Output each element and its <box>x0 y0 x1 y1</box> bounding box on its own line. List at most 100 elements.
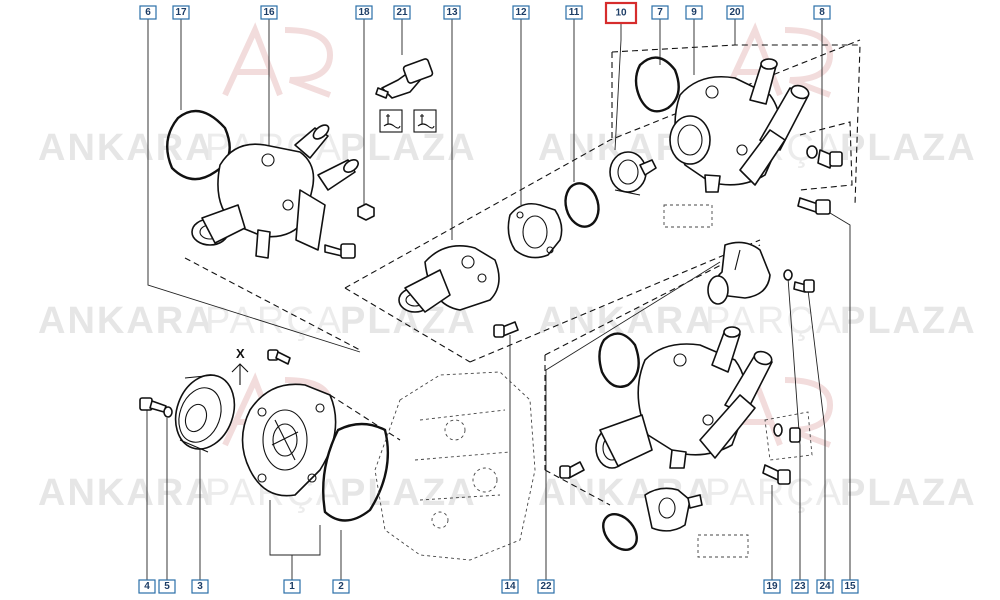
callout-18[interactable]: 18 <box>355 5 373 20</box>
thermostat-housing-upper-right <box>669 58 810 193</box>
dashed-placeholder-box <box>663 204 713 228</box>
callout-number: 15 <box>844 581 856 592</box>
leader-line <box>614 22 622 151</box>
leader-line <box>807 289 826 580</box>
callout-row-bottom: 4 5 3 1 2 14 22 19 23 24 15 <box>138 579 859 594</box>
bolt <box>797 197 831 215</box>
callout-16[interactable]: 16 <box>260 5 278 20</box>
thermostat <box>609 151 657 196</box>
callout-9[interactable]: 9 <box>685 5 703 20</box>
housing-gasket-ring <box>634 56 680 113</box>
watermark-text: PLAZA <box>340 472 477 514</box>
bolt <box>559 461 585 479</box>
dashed-outline <box>344 39 861 289</box>
callout-6[interactable]: 6 <box>139 5 157 20</box>
thermostat-cover <box>398 245 500 313</box>
bolt <box>762 464 791 485</box>
callout-8[interactable]: 8 <box>813 5 831 20</box>
callout-number: 23 <box>794 581 806 592</box>
callout-7[interactable]: 7 <box>651 5 669 20</box>
engine-block-outline <box>374 371 536 561</box>
leader-line <box>269 500 321 580</box>
callout-number: 5 <box>164 581 170 592</box>
callout-24[interactable]: 24 <box>816 579 834 594</box>
water-pump-body <box>241 383 337 497</box>
leader-line <box>824 209 851 580</box>
callout-number: 9 <box>691 7 697 18</box>
callout-number: 11 <box>569 7 580 18</box>
thermostat-housing-lower-right <box>595 326 773 469</box>
callout-number: 4 <box>144 581 150 592</box>
callout-11[interactable]: 11 <box>565 5 583 20</box>
watermark-text: PLAZA <box>840 300 977 342</box>
watermark-text: ANKARA <box>38 300 215 342</box>
nut <box>357 203 375 221</box>
callout-number: 22 <box>540 581 552 592</box>
watermark-text: ANKARA <box>38 472 215 514</box>
callout-4[interactable]: 4 <box>138 579 156 594</box>
dashed-placeholder-box <box>697 534 749 558</box>
watermark: ANKARA PARÇA PLAZA ANKARA PARÇA PLAZA AN… <box>38 22 977 514</box>
housing-gasket-ring <box>598 332 640 389</box>
bolt <box>324 243 356 259</box>
callout-10-selected[interactable]: 10 <box>604 1 638 25</box>
thermostat <box>644 487 703 532</box>
watermark-text: PLAZA <box>840 472 977 514</box>
callout-number: 18 <box>358 7 370 18</box>
dashed-outline <box>344 287 471 363</box>
leader-line <box>787 277 801 580</box>
washer <box>783 269 793 281</box>
callout-2[interactable]: 2 <box>332 579 350 594</box>
callout-number: 19 <box>766 581 778 592</box>
washer-and-bolt <box>806 145 843 169</box>
housing-gasket-ring <box>166 109 231 181</box>
screw <box>493 321 519 338</box>
callout-3[interactable]: 3 <box>191 579 209 594</box>
leader-lines <box>146 18 851 580</box>
bolt <box>793 279 815 293</box>
callout-22[interactable]: 22 <box>537 579 555 594</box>
callout-1[interactable]: 1 <box>283 579 301 594</box>
reference-marker-x: X <box>231 346 249 385</box>
callout-number: 13 <box>446 7 458 18</box>
watermark-text: PLAZA <box>340 127 477 169</box>
callout-13[interactable]: 13 <box>443 5 461 20</box>
leader-line <box>545 261 721 580</box>
dashed-outline <box>799 121 853 191</box>
callout-14[interactable]: 14 <box>501 579 519 594</box>
dashed-outline <box>611 44 861 206</box>
callout-number: 20 <box>729 7 741 18</box>
callout-21[interactable]: 21 <box>393 5 411 20</box>
callout-5[interactable]: 5 <box>158 579 176 594</box>
callout-number: 6 <box>145 7 151 18</box>
callout-number: 7 <box>657 7 663 18</box>
callout-12[interactable]: 12 <box>512 5 530 20</box>
water-pump-pulley <box>174 374 236 453</box>
o-ring <box>564 182 600 228</box>
callout-17[interactable]: 17 <box>172 5 190 20</box>
temperature-sensor <box>375 58 434 99</box>
callout-number: 10 <box>615 8 627 19</box>
assembly-outlines <box>184 39 861 558</box>
callout-row-top: 6 17 16 18 21 13 12 11 10 7 9 20 8 <box>139 1 831 25</box>
watermark-text: PARÇA <box>205 300 343 342</box>
sensor-symbol-icon <box>379 109 437 133</box>
dashed-placeholder-box <box>764 411 813 461</box>
dashed-outline <box>544 469 611 506</box>
dashed-outline <box>329 394 401 441</box>
callout-number: 24 <box>819 581 831 592</box>
callout-23[interactable]: 23 <box>791 579 809 594</box>
callout-number: 16 <box>263 7 275 18</box>
dashed-outline <box>184 257 361 351</box>
outlet-elbow-pipe <box>707 241 771 305</box>
watermark-text: PLAZA <box>840 127 977 169</box>
callout-number: 3 <box>197 581 203 592</box>
callout-15[interactable]: 15 <box>841 579 859 594</box>
marker-label: X <box>236 346 245 361</box>
callout-19[interactable]: 19 <box>763 579 781 594</box>
leader-line <box>147 18 361 353</box>
bolt <box>789 427 801 443</box>
callout-20[interactable]: 20 <box>726 5 744 20</box>
bolt <box>139 397 167 413</box>
